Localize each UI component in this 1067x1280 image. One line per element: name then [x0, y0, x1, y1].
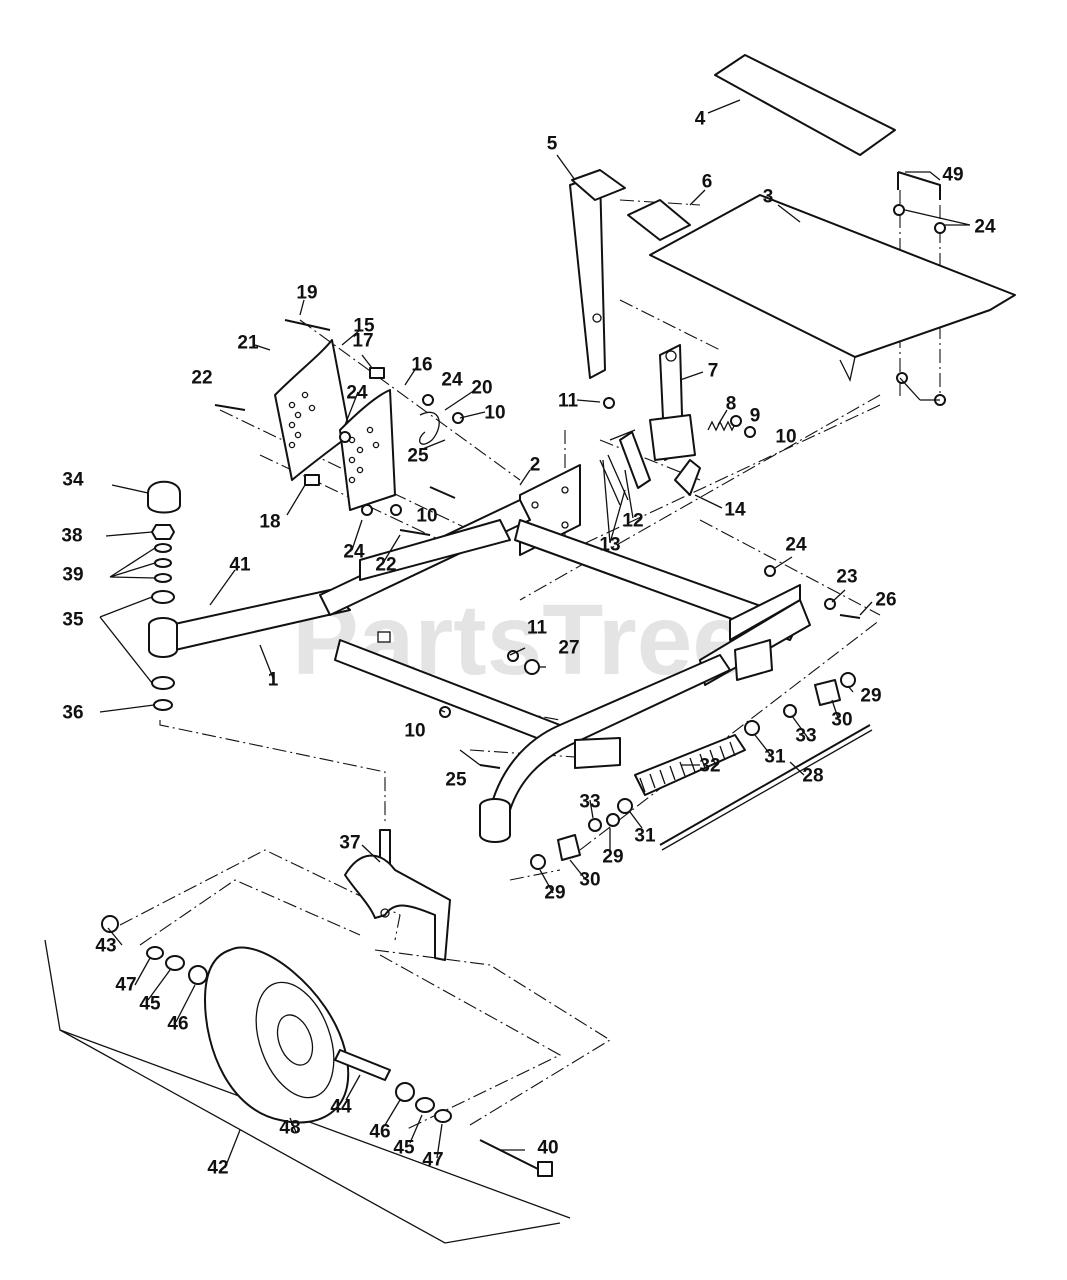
callout-40: 40: [537, 1138, 558, 1159]
callout-24: 24: [346, 383, 368, 404]
part-18-spacer: [305, 475, 319, 485]
callout-48: 48: [279, 1118, 300, 1139]
callout-10: 10: [404, 721, 425, 742]
callout-46: 46: [167, 1014, 188, 1035]
callout-25: 25: [407, 446, 429, 467]
callout-26: 26: [875, 590, 896, 611]
callout-22: 22: [375, 555, 396, 576]
caster-stack-34-39: [148, 482, 180, 710]
part-48-wheel: [205, 948, 348, 1123]
callout-5: 5: [547, 134, 558, 155]
callout-30: 30: [831, 710, 852, 731]
callout-25: 25: [445, 770, 467, 791]
callout-47: 47: [115, 975, 136, 996]
callout-21: 21: [237, 333, 259, 354]
callout-29: 29: [602, 847, 623, 868]
callout-34: 34: [62, 470, 84, 491]
callout-30: 30: [579, 870, 600, 891]
callout-16: 16: [411, 355, 432, 376]
callout-42: 42: [207, 1158, 228, 1179]
callout-37: 37: [339, 833, 360, 854]
callout-33: 33: [795, 726, 816, 747]
callout-3: 3: [763, 187, 774, 208]
callout-11: 11: [527, 618, 548, 639]
callout-32: 32: [699, 756, 720, 777]
callout-9: 9: [750, 406, 761, 427]
part-6-pedal-pad: [628, 200, 690, 240]
callout-31: 31: [764, 747, 786, 768]
callout-14: 14: [724, 500, 746, 521]
callout-2: 2: [530, 455, 541, 476]
callout-20: 20: [471, 378, 492, 399]
callout-33: 33: [579, 792, 600, 813]
callout-46: 46: [369, 1122, 390, 1143]
part-49-rod: [898, 172, 940, 200]
callout-36: 36: [62, 703, 83, 724]
callout-47: 47: [422, 1150, 443, 1171]
callout-24: 24: [974, 217, 996, 238]
callout-17: 17: [352, 331, 373, 352]
callout-29: 29: [860, 686, 881, 707]
callout-43: 43: [95, 936, 116, 957]
callout-24: 24: [343, 542, 365, 563]
callout-49: 49: [942, 165, 963, 186]
part-7-lever-arm: [650, 345, 695, 460]
callout-11: 11: [558, 391, 579, 412]
part-20-clip: [420, 412, 440, 444]
part-28-threaded-rod: [660, 725, 872, 850]
part-37-caster-fork: [345, 830, 450, 960]
callout-24: 24: [785, 535, 807, 556]
callout-10: 10: [775, 427, 796, 448]
callout-23: 23: [836, 567, 857, 588]
callout-45: 45: [393, 1138, 415, 1159]
callout-12: 12: [622, 511, 643, 532]
part-16-plate: [340, 390, 395, 510]
callout-28: 28: [802, 766, 823, 787]
callout-10: 10: [416, 506, 437, 527]
callout-38: 38: [61, 526, 82, 547]
callout-45: 45: [139, 994, 161, 1015]
callout-24: 24: [441, 370, 463, 391]
part-5-pedal-lever: [570, 170, 625, 378]
callout-41: 41: [229, 555, 251, 576]
callout-8: 8: [726, 394, 737, 415]
callout-22: 22: [191, 368, 212, 389]
callout-39: 39: [62, 565, 83, 586]
callout-4: 4: [695, 109, 706, 130]
callout-27: 27: [558, 638, 579, 659]
callout-29: 29: [544, 883, 565, 904]
part-4-pad: [715, 55, 895, 155]
callout-18: 18: [259, 512, 280, 533]
callout-31: 31: [634, 826, 656, 847]
callout-6: 6: [702, 172, 713, 193]
callout-19: 19: [296, 283, 317, 304]
callout-13: 13: [599, 535, 620, 556]
part-17-spacer: [370, 368, 384, 378]
callout-44: 44: [330, 1097, 352, 1118]
callout-10: 10: [484, 403, 505, 424]
callout-35: 35: [62, 610, 84, 631]
callout-1: 1: [268, 670, 279, 691]
callout-7: 7: [708, 361, 719, 382]
